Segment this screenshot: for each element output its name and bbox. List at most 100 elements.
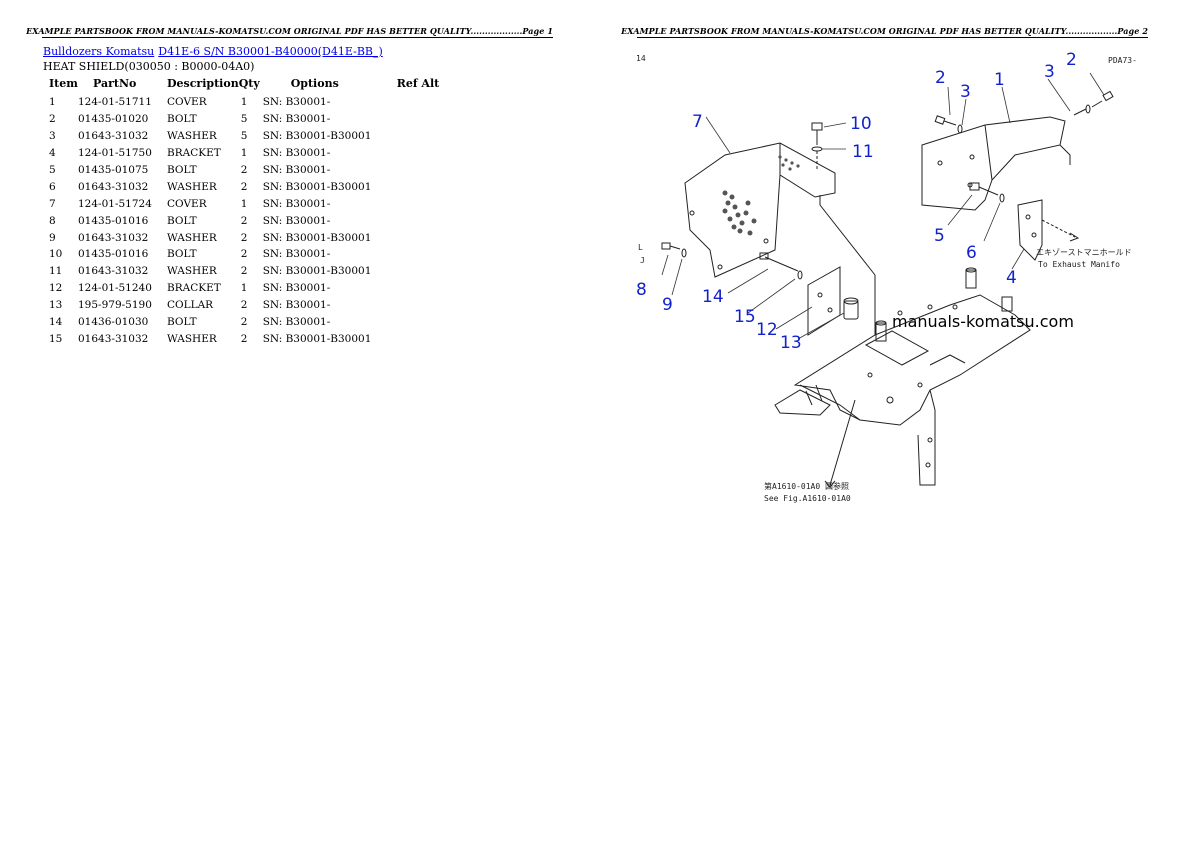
cell-item: 6 [49,180,56,193]
cell-item: 5 [49,164,56,176]
callout-3-left[interactable]: 3 [960,82,971,102]
callout-11[interactable]: 11 [852,142,874,162]
cell-refalt [397,178,447,195]
cell-description: COVER [167,197,207,210]
cell-options: SN: B30001-B30001 [262,231,372,244]
cell-refalt [397,263,447,280]
cell-item: 9 [49,231,56,244]
parts-diagram: 14 PDA73- [630,45,1160,515]
cell-refalt [397,145,447,162]
cell-options: SN: B30001- [262,248,331,261]
callout-6[interactable]: 6 [966,243,977,263]
cell-item: 8 [49,214,56,227]
parts-table: Item PartNo Description Qty Options Ref … [43,76,447,347]
breadcrumb-link-catalog[interactable]: Bulldozers Komatsu [43,45,155,58]
cell-refalt [397,94,447,111]
cell-options: SN: B30001-B30001 [262,332,372,345]
cell-item: 14 [49,316,63,329]
svg-text:J: J [640,256,645,265]
page-code: 14 [636,54,646,63]
cell-qty: 2 [240,214,248,227]
cell-description: WASHER [167,231,217,244]
callout-1[interactable]: 1 [994,70,1005,90]
cell-refalt [397,280,447,297]
header-rule [42,37,553,38]
bolt-8-shape: L J [638,242,687,265]
cell-refalt [397,111,447,128]
cell-description: WASHER [167,265,217,278]
exploded-view-drawing: 14 PDA73- [636,50,1137,503]
callout-13[interactable]: 13 [780,333,802,353]
cell-partno: 01435-01020 [78,113,149,126]
header-rule [637,37,1148,38]
cell-partno: 01643-31032 [78,180,149,193]
cell-partno: 124-01-51724 [78,197,152,210]
callout-2-left[interactable]: 2 [935,68,946,88]
cell-item: 3 [49,130,56,143]
callout-15[interactable]: 15 [734,307,756,327]
cell-refalt [397,314,447,331]
callout-4[interactable]: 4 [1006,268,1017,288]
cell-item: 13 [49,299,63,312]
cell-partno: 01435-01016 [78,214,149,227]
col-qty-header: Qty [238,76,260,90]
cell-options: SN: B30001- [262,214,331,227]
callout-12[interactable]: 12 [756,320,778,340]
svg-text:L: L [638,243,643,252]
watermark-text: manuals-komatsu.com [892,312,1074,331]
cell-partno: 01436-01030 [78,316,149,329]
cell-qty: 2 [240,180,248,193]
bracket-4-shape [1017,199,1080,261]
cell-description: WASHER [167,180,217,193]
cell-options: SN: B30001-B30001 [262,265,372,278]
page-1: EXAMPLE PARTSBOOK FROM MANUALS-KOMATSU.C… [26,26,553,347]
cell-partno: 01643-31032 [78,130,149,143]
callout-10[interactable]: 10 [850,114,872,134]
cell-item: 7 [49,197,56,210]
bolt-5-shape [969,182,1005,203]
callout-3-right[interactable]: 3 [1044,62,1055,82]
cover-1-shape [921,116,1071,211]
cell-refalt [397,330,447,347]
cell-options: SN: B30001-B30001 [262,180,372,193]
breadcrumb-link-model[interactable]: D41E-6 S/N B30001-B40000(D41E-BB_) [158,45,383,58]
callout-14[interactable]: 14 [702,287,724,307]
leader-lines [661,72,1105,340]
cell-qty: 1 [240,96,248,109]
col-description-header: Description [167,76,239,90]
callout-5[interactable]: 5 [934,226,945,246]
callout-9[interactable]: 9 [662,295,673,315]
cell-qty: 2 [240,164,248,176]
cell-partno: 01643-31032 [78,231,149,244]
cell-options: SN: B30001- [262,282,331,295]
cell-refalt [397,212,447,229]
cell-partno: 01435-01016 [78,248,149,261]
cell-qty: 2 [240,332,248,345]
cell-partno: 01435-01075 [78,164,149,176]
page-header: EXAMPLE PARTSBOOK FROM MANUALS-KOMATSU.C… [26,26,553,36]
cell-qty: 1 [240,197,248,210]
main-frame-shape [774,267,1031,488]
callout-2-right[interactable]: 2 [1066,50,1077,70]
section-title: HEAT SHIELD(030050 : B0000-04A0) [43,60,255,73]
bolt-2-left-shape [934,115,963,134]
cell-partno: 124-01-51750 [78,147,152,160]
callout-7[interactable]: 7 [692,112,703,132]
callout-8[interactable]: 8 [636,280,647,300]
cell-qty: 2 [240,248,248,261]
cell-options: SN: B30001-B30001 [262,130,372,143]
cell-partno: 124-01-51240 [78,282,152,295]
see-fig-note-en: See Fig.A1610-01A0 [764,494,851,503]
col-item-header: Item [49,76,78,90]
cell-refalt [397,162,447,179]
col-refalt-header: Ref Alt [396,76,440,90]
page-header: EXAMPLE PARTSBOOK FROM MANUALS-KOMATSU.C… [621,26,1148,36]
